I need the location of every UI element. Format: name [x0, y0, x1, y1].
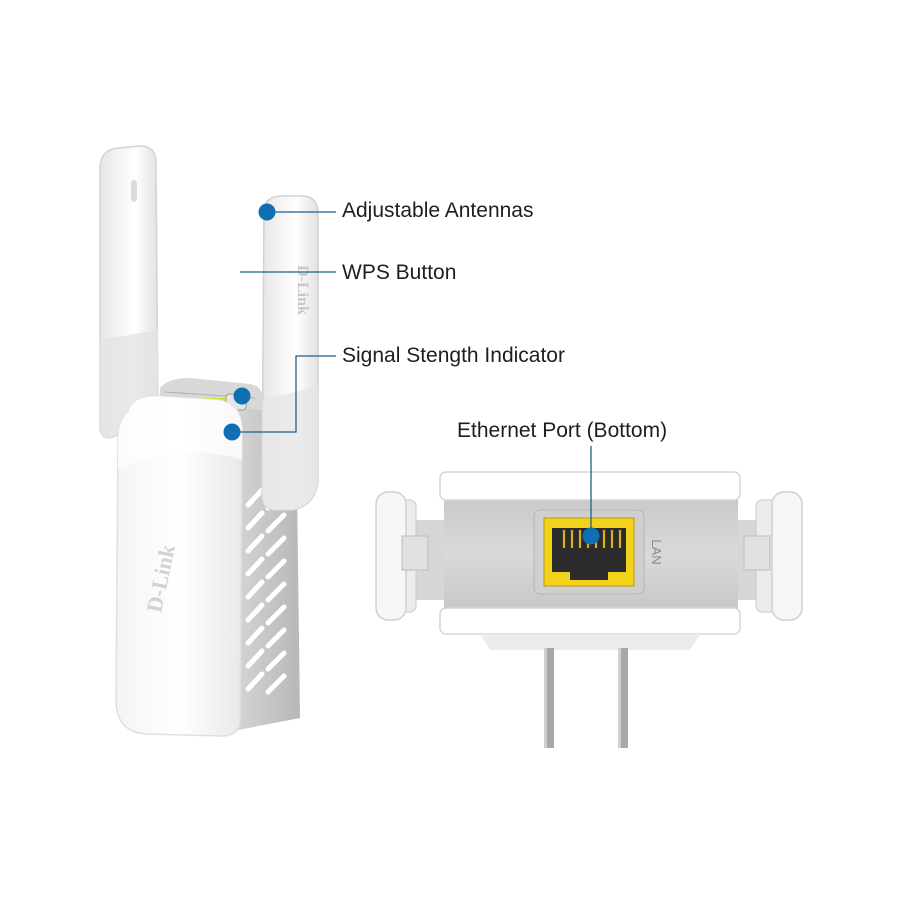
callout-dot-wps [233, 387, 251, 405]
callout-leaders-left [232, 211, 336, 433]
callout-dot-ethernet [582, 527, 600, 545]
lan-port-label: LAN [649, 539, 664, 564]
ethernet-port[interactable] [533, 509, 645, 595]
device-top-shell [439, 471, 741, 501]
vent-slats [245, 487, 287, 695]
back-antenna [99, 145, 159, 439]
front-antenna: D-Link [261, 195, 319, 511]
brand-logo-antenna: D-Link [294, 265, 311, 315]
left-antenna-end [375, 491, 446, 621]
callout-dot-signal [223, 423, 241, 441]
extender-bottom-view: LAN [375, 471, 803, 748]
label-wps-button: WPS Button [342, 261, 457, 284]
label-ethernet-port: Ethernet Port (Bottom) [457, 419, 668, 442]
front-body: D-Link [115, 395, 243, 737]
callout-dot-antennas [258, 203, 276, 221]
device-bottom-shell [439, 607, 741, 635]
extender-front-view: D-Link D-Link [99, 145, 319, 737]
label-adjustable-antennas: Adjustable Antennas [342, 199, 534, 222]
plug-prongs [544, 648, 628, 748]
label-signal-strength-indicator: Signal Stength Indicator [342, 344, 565, 367]
